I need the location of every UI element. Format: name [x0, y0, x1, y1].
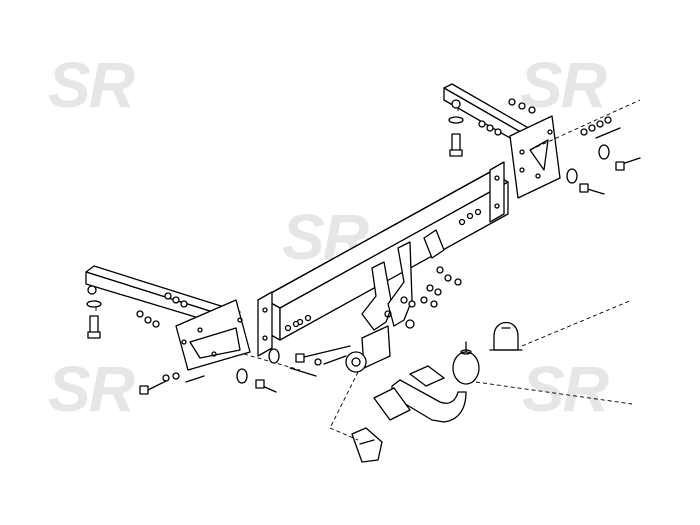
bolts-nuts-washers	[86, 98, 641, 395]
electrical-socket	[345, 325, 391, 373]
main-crossbar	[257, 161, 509, 357]
center-support-brackets	[361, 229, 445, 331]
tow-ball	[452, 341, 480, 385]
right-mounting-bracket	[443, 83, 561, 199]
tow-ball-neck	[373, 365, 467, 423]
ball-cover-cap	[489, 321, 523, 351]
left-mounting-bracket	[85, 265, 251, 371]
socket-plug	[351, 427, 383, 463]
